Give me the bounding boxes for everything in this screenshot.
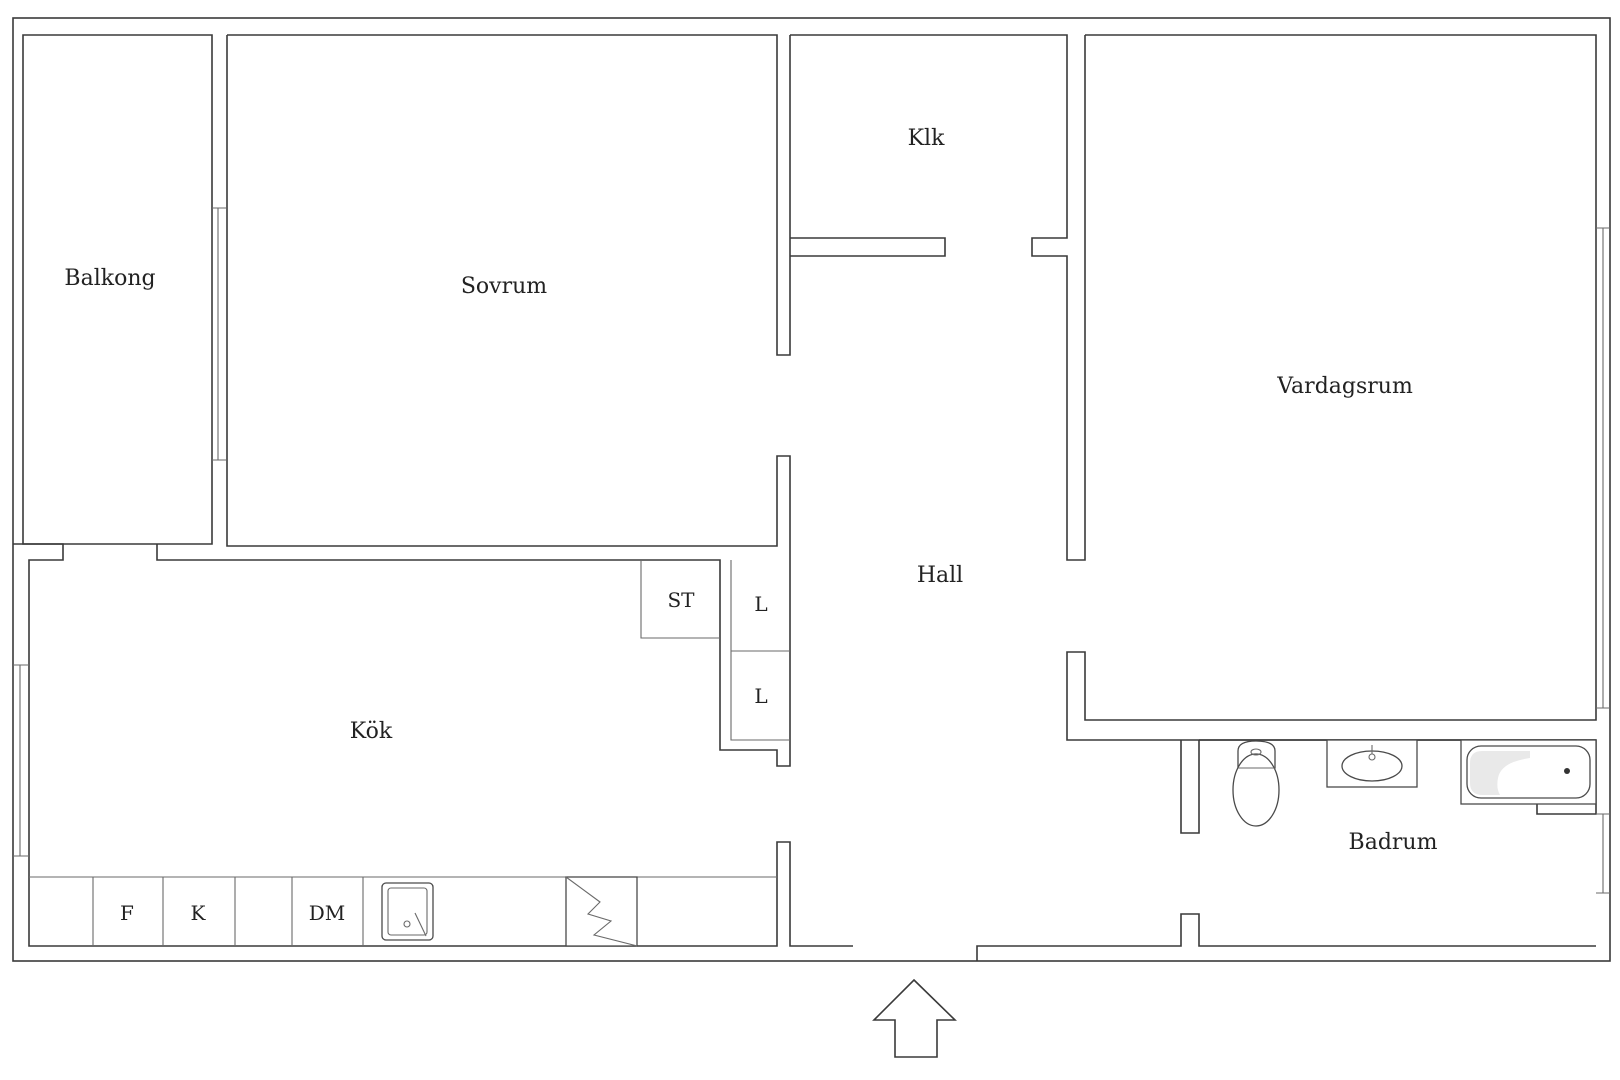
storage-label: ST <box>667 588 695 612</box>
toilet-icon <box>1232 740 1280 827</box>
room-hall: Hall <box>917 563 963 588</box>
room-balkong: Balkong <box>22 34 226 545</box>
entrance-arrow-icon <box>872 978 957 1058</box>
washbasin-icon <box>1326 739 1418 788</box>
room-label-hall: Hall <box>917 563 963 588</box>
room-vardagsrum: Vardagsrum <box>1066 34 1610 741</box>
room-label-klk: Klk <box>908 126 945 151</box>
room-label-badrum: Badrum <box>1349 830 1438 855</box>
room-klk: Klk <box>790 34 1086 561</box>
stove-icon <box>565 876 638 947</box>
outer-walls <box>12 17 1611 962</box>
closet-upper-label: L <box>754 592 767 616</box>
room-kok: Kök <box>13 543 853 947</box>
closets: L L <box>730 560 790 741</box>
room-label-sovrum: Sovrum <box>461 274 547 299</box>
kitchen-counter: F K DM <box>29 876 777 946</box>
room-label-kok: Kök <box>350 719 393 744</box>
dishwasher-label: DM <box>309 901 346 925</box>
freezer-label: K <box>191 901 207 925</box>
room-label-balkong: Balkong <box>64 266 155 291</box>
room-label-vardagsrum: Vardagsrum <box>1276 374 1413 399</box>
fridge-label: F <box>120 901 134 925</box>
storage-st: ST <box>640 560 720 639</box>
room-badrum: Badrum <box>976 739 1610 961</box>
kitchen-sink-icon <box>381 882 434 941</box>
room-sovrum: Sovrum <box>226 34 791 560</box>
bathtub-icon <box>1460 739 1597 805</box>
closet-lower-label: L <box>754 684 767 708</box>
